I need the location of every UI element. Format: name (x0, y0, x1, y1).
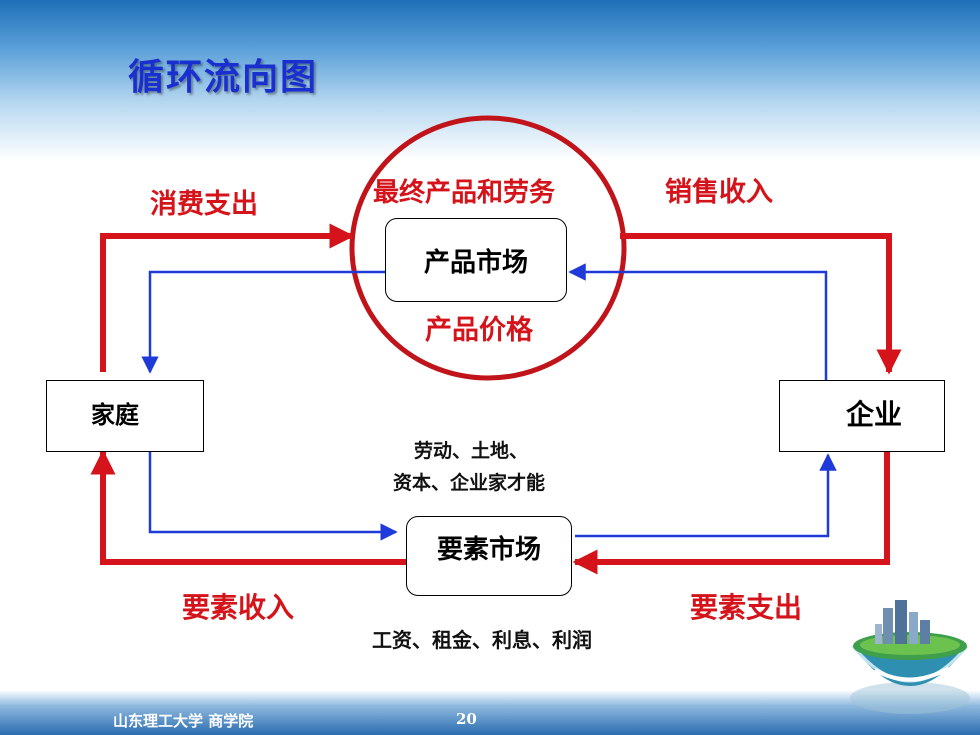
firm-to-product-market-arrow (568, 263, 828, 380)
page-number: 20 (456, 710, 477, 728)
factors-line2-label: 资本、企业家才能 (393, 472, 546, 494)
header-band (0, 0, 980, 160)
factor-spending-label: 要素支出 (690, 591, 803, 624)
consumption-spending-label: 消费支出 (150, 189, 258, 220)
factor-market-box: 要素市场 (406, 516, 572, 596)
firm-label: 企业 (845, 398, 902, 431)
consumption-spending-arrow (100, 223, 355, 372)
factors-line1-label: 劳动、土地、 (414, 440, 529, 462)
household-box: 家庭 (46, 380, 204, 452)
sales-revenue-arrow (620, 233, 902, 375)
factor-spending-arrow (572, 452, 890, 575)
product-price-label: 产品价格 (425, 315, 533, 346)
goods-to-household-arrow (141, 270, 385, 374)
product-market-box: 产品市场 (385, 218, 567, 302)
school-name: 山东理工大学 商学院 (113, 712, 254, 730)
product-market-label: 产品市场 (423, 247, 528, 278)
factor-market-to-firm-arrow (575, 453, 837, 538)
factor-market-label: 要素市场 (436, 535, 541, 565)
city-globe-icon (850, 600, 970, 714)
slide-title: 循环流向图 (128, 57, 319, 98)
household-label: 家庭 (91, 401, 139, 429)
firm-box: 企业 (779, 380, 945, 452)
factor-income-label: 要素收入 (182, 591, 295, 624)
factor-payments-label: 工资、租金、利息、利润 (372, 628, 592, 652)
sales-revenue-label: 销售收入 (665, 177, 773, 208)
final-goods-services-label: 最终产品和劳务 (373, 178, 556, 208)
household-to-factor-market-arrow (148, 452, 398, 541)
footer-band (0, 690, 980, 735)
factor-income-arrow (90, 449, 406, 565)
